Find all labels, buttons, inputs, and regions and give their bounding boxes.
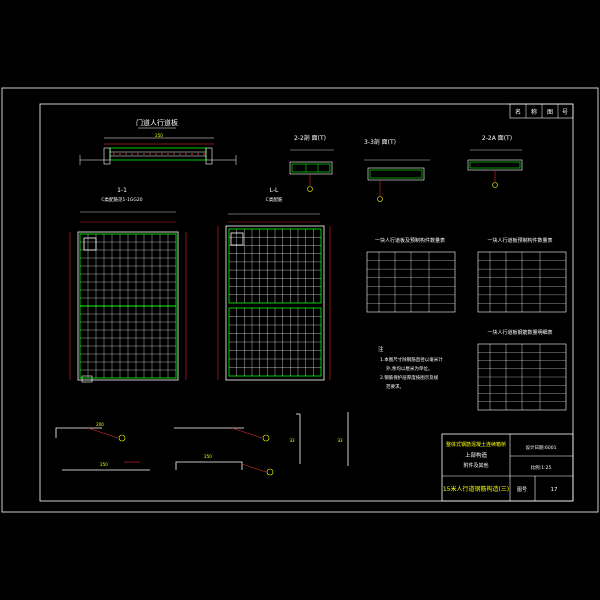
rebar-dot: [119, 153, 121, 155]
inner-frame: [39, 103, 574, 502]
rebar-dot: [179, 153, 181, 155]
outer-frame: [1, 87, 599, 513]
rebar-dot: [197, 153, 199, 155]
rebar-dot: [191, 153, 193, 155]
section-2-2a: 2-2A 面(T): [467, 135, 523, 188]
section-3-3: 3-3剖 面(T): [364, 138, 430, 202]
title-name: 15米人行道钢筋构造(三): [443, 485, 509, 493]
svg-text:一块人行道板及预制构件数量表: 一块人行道板及预制构件数量表: [375, 237, 445, 244]
rebar-dot: [137, 153, 139, 155]
svg-text:一块人行道板预制构件数量表: 一块人行道板预制构件数量表: [487, 237, 552, 244]
elevation-view: 门道人行道板 250: [79, 118, 237, 165]
svg-text:2-2A 面(T): 2-2A 面(T): [482, 135, 512, 142]
header-cell-3: 图: [547, 109, 553, 116]
plan-title: 门道人行道板: [136, 118, 178, 127]
rebar-dot: [167, 153, 169, 155]
title-block: 整体式钢筋混凝土连续箱桥 上部构造 附件及其他 15米人行道钢筋构造(三) 设计…: [441, 433, 574, 502]
svg-text:200: 200: [96, 422, 104, 427]
rebar-dot: [161, 153, 163, 155]
svg-text:250: 250: [204, 454, 212, 459]
title-design: 设计日期:6001: [526, 444, 557, 451]
title-scale: 比例:1:25: [531, 464, 552, 471]
table-2: 一块人行道板预制构件数量表: [477, 237, 567, 313]
svg-text:范要求。: 范要求。: [386, 383, 404, 390]
svg-text:外,余均以厘米为单位。: 外,余均以厘米为单位。: [386, 365, 432, 372]
table-1: 一块人行道板及预制构件数量表: [366, 237, 456, 313]
header-cell-4: 号: [562, 109, 568, 116]
svg-text:1-1: 1-1: [117, 187, 127, 194]
rebar-dot: [185, 153, 187, 155]
title-part: 上部构造: [465, 451, 488, 459]
svg-text:注: 注: [378, 345, 384, 353]
svg-text:33: 33: [289, 438, 295, 443]
title-project: 整体式钢筋混凝土连续箱桥: [446, 441, 506, 448]
svg-text:2.钢筋保护层厚度按图示及规: 2.钢筋保护层厚度按图示及规: [380, 374, 439, 381]
rebar-dot: [143, 153, 145, 155]
svg-text:33: 33: [337, 438, 343, 443]
notes: 注 1.本图尺寸除钢筋直径以毫米计 外,余均以厘米为单位。 2.钢筋保护层厚度按…: [378, 345, 443, 390]
header-cell-2: 称: [531, 108, 537, 116]
svg-text:1.本图尺寸除钢筋直径以毫米计: 1.本图尺寸除钢筋直径以毫米计: [380, 356, 443, 363]
rebar-dot: [155, 153, 157, 155]
plan-1-1: 1-1 C类配筋见1-1GG20: [69, 187, 187, 383]
section-2-2: 2-2剖 面(T): [289, 134, 334, 192]
plan-l-l: L-L C类配筋: [217, 187, 331, 381]
rebar-dot: [173, 153, 175, 155]
rebar-dot: [113, 153, 115, 155]
svg-text:250: 250: [155, 133, 163, 138]
svg-text:3-3剖 面(T): 3-3剖 面(T): [364, 138, 396, 146]
svg-text:L-L: L-L: [270, 187, 279, 194]
rebar-dot: [203, 153, 205, 155]
svg-text:C类配筋见1-1GG20: C类配筋见1-1GG20: [101, 196, 142, 203]
table-3: 一块人行道板钢筋数量明细表: [477, 329, 567, 411]
svg-text:一块人行道板钢筋数量明细表: 一块人行道板钢筋数量明细表: [487, 329, 552, 336]
svg-text:2-2剖 面(T): 2-2剖 面(T): [294, 134, 326, 142]
header-cell-1: 名: [515, 108, 521, 116]
rebar-dot: [131, 153, 133, 155]
rebar-details: 200 250 250 33 33: [55, 412, 349, 476]
header-strip: 名 称 图 号: [509, 103, 574, 119]
title-sheet-label: 图号: [517, 487, 527, 493]
svg-text:C类配筋: C类配筋: [266, 196, 283, 203]
svg-text:250: 250: [100, 462, 108, 467]
title-sub: 附件及其他: [463, 462, 488, 469]
title-sheet-no: 17: [551, 487, 558, 493]
rebar-dot: [149, 153, 151, 155]
rebar-dot: [125, 153, 127, 155]
